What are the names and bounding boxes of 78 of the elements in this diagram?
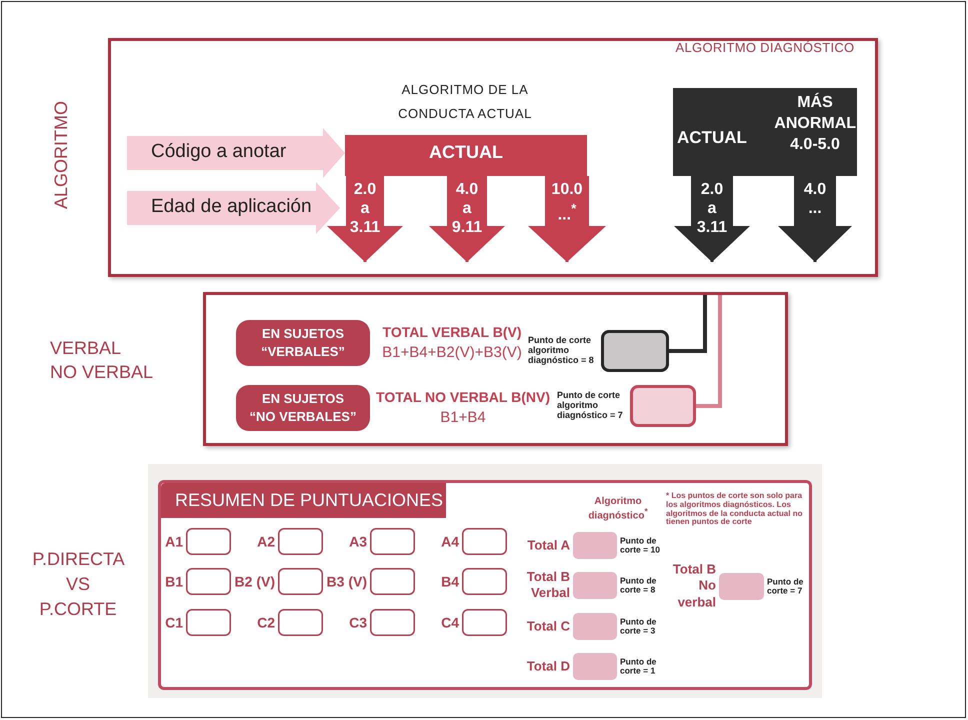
field-label: C1 bbox=[164, 614, 183, 631]
field-label: C4 bbox=[440, 614, 459, 631]
score-field bbox=[186, 609, 231, 636]
footnote: * Los puntos de corte son solo para los algoritmos diagnósticos. Los algoritmos de la conducta actual no tienen puntos de corte bbox=[666, 492, 804, 528]
total-score-field bbox=[573, 613, 617, 640]
total-score-field bbox=[719, 573, 764, 600]
block-label: ACTUAL bbox=[677, 128, 747, 148]
cutoff-note: Punto de corte = 10 bbox=[620, 536, 661, 555]
section-label: NO VERBAL bbox=[50, 362, 154, 384]
field-label: B3 (V) bbox=[326, 573, 367, 590]
cutoff-note: Punto de corte = 3 bbox=[620, 617, 658, 636]
formula-text: B1+B4 bbox=[440, 409, 486, 427]
score-field bbox=[278, 568, 323, 595]
section-header: RESUMEN DE PUNTUACIONES bbox=[161, 483, 446, 518]
edge-label: 4.0 ... bbox=[804, 180, 826, 218]
cutoff-note: Punto de corte = 7 bbox=[767, 577, 804, 596]
cutoff-note: Punto de corte = 8 bbox=[620, 576, 658, 595]
rounded-badge bbox=[236, 320, 370, 366]
section-label: ALGORITMO bbox=[51, 101, 72, 209]
field-label: A1 bbox=[164, 533, 183, 550]
score-field bbox=[370, 528, 415, 555]
field-label: Total D bbox=[526, 658, 570, 675]
score-field bbox=[278, 528, 323, 555]
score-summary-card bbox=[158, 480, 812, 690]
field-label: A3 bbox=[348, 533, 367, 550]
column-heading: Algoritmo diagnóstico$^{*}$ bbox=[587, 496, 649, 522]
score-box bbox=[630, 385, 696, 427]
field-label: B2 (V) bbox=[234, 573, 275, 590]
total-score-field bbox=[573, 653, 617, 680]
block-heading: ALGORITMO DE LA CONDUCTA ACTUAL bbox=[397, 81, 533, 123]
edge-label: 4.0 a 9.11 bbox=[452, 180, 482, 237]
total-label: TOTAL NO VERBAL B(NV) bbox=[376, 389, 550, 406]
edge-label: 2.0 a 3.11 bbox=[696, 180, 728, 237]
field-label: C2 bbox=[256, 614, 275, 631]
cutoff-note: Punto de corte = 1 bbox=[620, 657, 658, 676]
total-label: TOTAL VERBAL B(V) bbox=[382, 324, 522, 341]
score-box bbox=[601, 330, 669, 372]
section-label: VERBAL bbox=[50, 338, 122, 360]
block-label: MÁS ANORMAL 4.0-5.0 bbox=[774, 92, 856, 155]
connector-line bbox=[669, 292, 707, 353]
edge-label: 10.0 ...$^{*}$ bbox=[551, 180, 583, 224]
total-score-field bbox=[573, 572, 617, 599]
rounded-badge bbox=[236, 385, 370, 431]
field-label: Total B Verbal bbox=[526, 568, 570, 602]
section-panel bbox=[203, 292, 788, 446]
badge-text: EN SUJETOS “VERBALES” bbox=[260, 325, 346, 361]
score-field bbox=[186, 568, 231, 595]
field-label: B4 bbox=[440, 573, 459, 590]
field-label: A4 bbox=[440, 533, 459, 550]
field-label: A2 bbox=[256, 533, 275, 550]
section-panel bbox=[108, 38, 878, 277]
field-label: Total A bbox=[526, 537, 570, 554]
cutoff-note: Punto de corte algoritmo diagnóstico = 8 bbox=[528, 336, 595, 366]
edge-label: Código a anotar bbox=[151, 141, 286, 164]
field-label: C3 bbox=[348, 614, 367, 631]
block-heading: ALGORITMO DIAGNÓSTICO bbox=[674, 40, 856, 56]
block-arrow bbox=[127, 131, 345, 175]
cutoff-note: Punto de corte algoritmo diagnóstico = 7 bbox=[557, 391, 624, 421]
field-label: B1 bbox=[164, 573, 183, 590]
score-field bbox=[462, 609, 507, 636]
connector-line bbox=[696, 292, 722, 408]
block-arrow bbox=[127, 182, 340, 234]
score-field bbox=[370, 568, 415, 595]
score-field bbox=[462, 528, 507, 555]
field-label: Total B No verbal bbox=[672, 561, 716, 612]
score-field bbox=[370, 609, 415, 636]
score-field bbox=[278, 609, 323, 636]
block-label: ACTUAL bbox=[428, 142, 504, 164]
section-label: P.DIRECTA VS P.CORTE bbox=[32, 548, 124, 622]
arrow-label: Edad de aplicación bbox=[151, 196, 312, 219]
edge-label: 2.0 a 3.11 bbox=[350, 180, 380, 237]
score-field bbox=[186, 528, 231, 555]
formula-text: B1+B4+B2(V)+B3(V) bbox=[382, 344, 522, 362]
field-label: Total C bbox=[526, 618, 570, 635]
algorithm-block bbox=[673, 40, 857, 176]
badge-text: EN SUJETOS “NO VERBALES” bbox=[249, 390, 357, 426]
score-field bbox=[462, 568, 507, 595]
total-score-field bbox=[573, 532, 617, 559]
